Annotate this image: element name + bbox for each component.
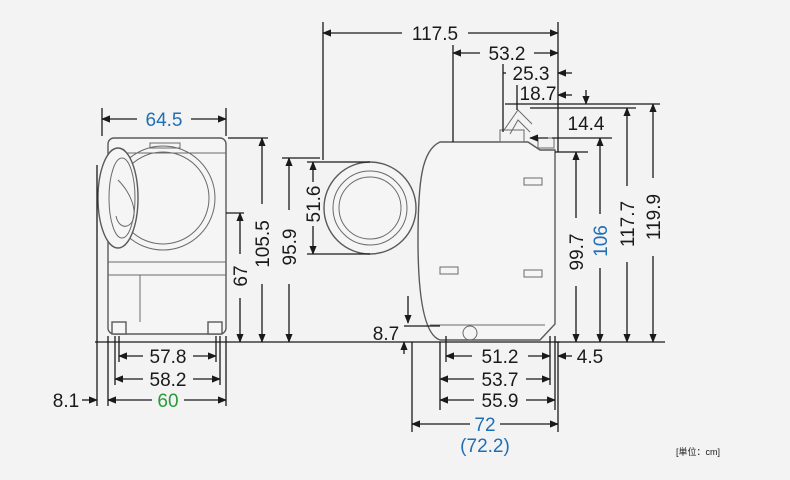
dim-width-top: 64.5: [146, 110, 183, 131]
dim-base-51: 51.2: [482, 347, 519, 368]
dim-height-total: 95.9: [280, 229, 301, 266]
dim-top-b: 25.3: [513, 64, 550, 85]
front-view-machine: [97, 137, 227, 335]
dim-foot-clearance: 8.7: [373, 324, 399, 345]
dim-top-a: 53.2: [489, 44, 526, 65]
dim-depth-total: 117.5: [412, 24, 458, 45]
unit-note: [単位：cm]: [676, 446, 720, 457]
door-drawing: [323, 161, 417, 255]
dim-top-c: 18.7: [520, 84, 557, 105]
dim-height-door: 67: [231, 265, 252, 286]
dim-height-body: 105.5: [253, 220, 274, 268]
dim-depth-72-alt: (72.2): [460, 436, 510, 457]
dim-height-117: 117.7: [618, 201, 639, 247]
dim-base-total: 60: [157, 391, 178, 412]
dim-height-106: 106: [591, 225, 612, 257]
side-dimensions: 117.5 53.2 25.3 18.7 14.4 99.7 106: [322, 22, 665, 457]
dim-height-119: 119.9: [644, 194, 665, 240]
dim-height-99: 99.7: [567, 234, 588, 271]
dim-depth-72: 72: [474, 415, 495, 436]
dim-top-d: 14.4: [568, 114, 605, 135]
dim-base-outer: 58.2: [150, 370, 187, 391]
dim-door-offset: 8.1: [53, 391, 79, 412]
dim-base-53: 53.7: [482, 370, 519, 391]
dim-base-offset: 4.5: [577, 347, 603, 368]
dim-door-diameter: 51.6: [304, 186, 325, 223]
dim-base-55: 55.9: [482, 391, 519, 412]
side-view-machine: [417, 109, 556, 341]
front-dimensions: 64.5 67 105.5 95.9 57.8 58.2: [53, 108, 560, 412]
door-dimensions: 51.6: [304, 161, 370, 255]
dim-base-inner: 57.8: [150, 347, 187, 368]
